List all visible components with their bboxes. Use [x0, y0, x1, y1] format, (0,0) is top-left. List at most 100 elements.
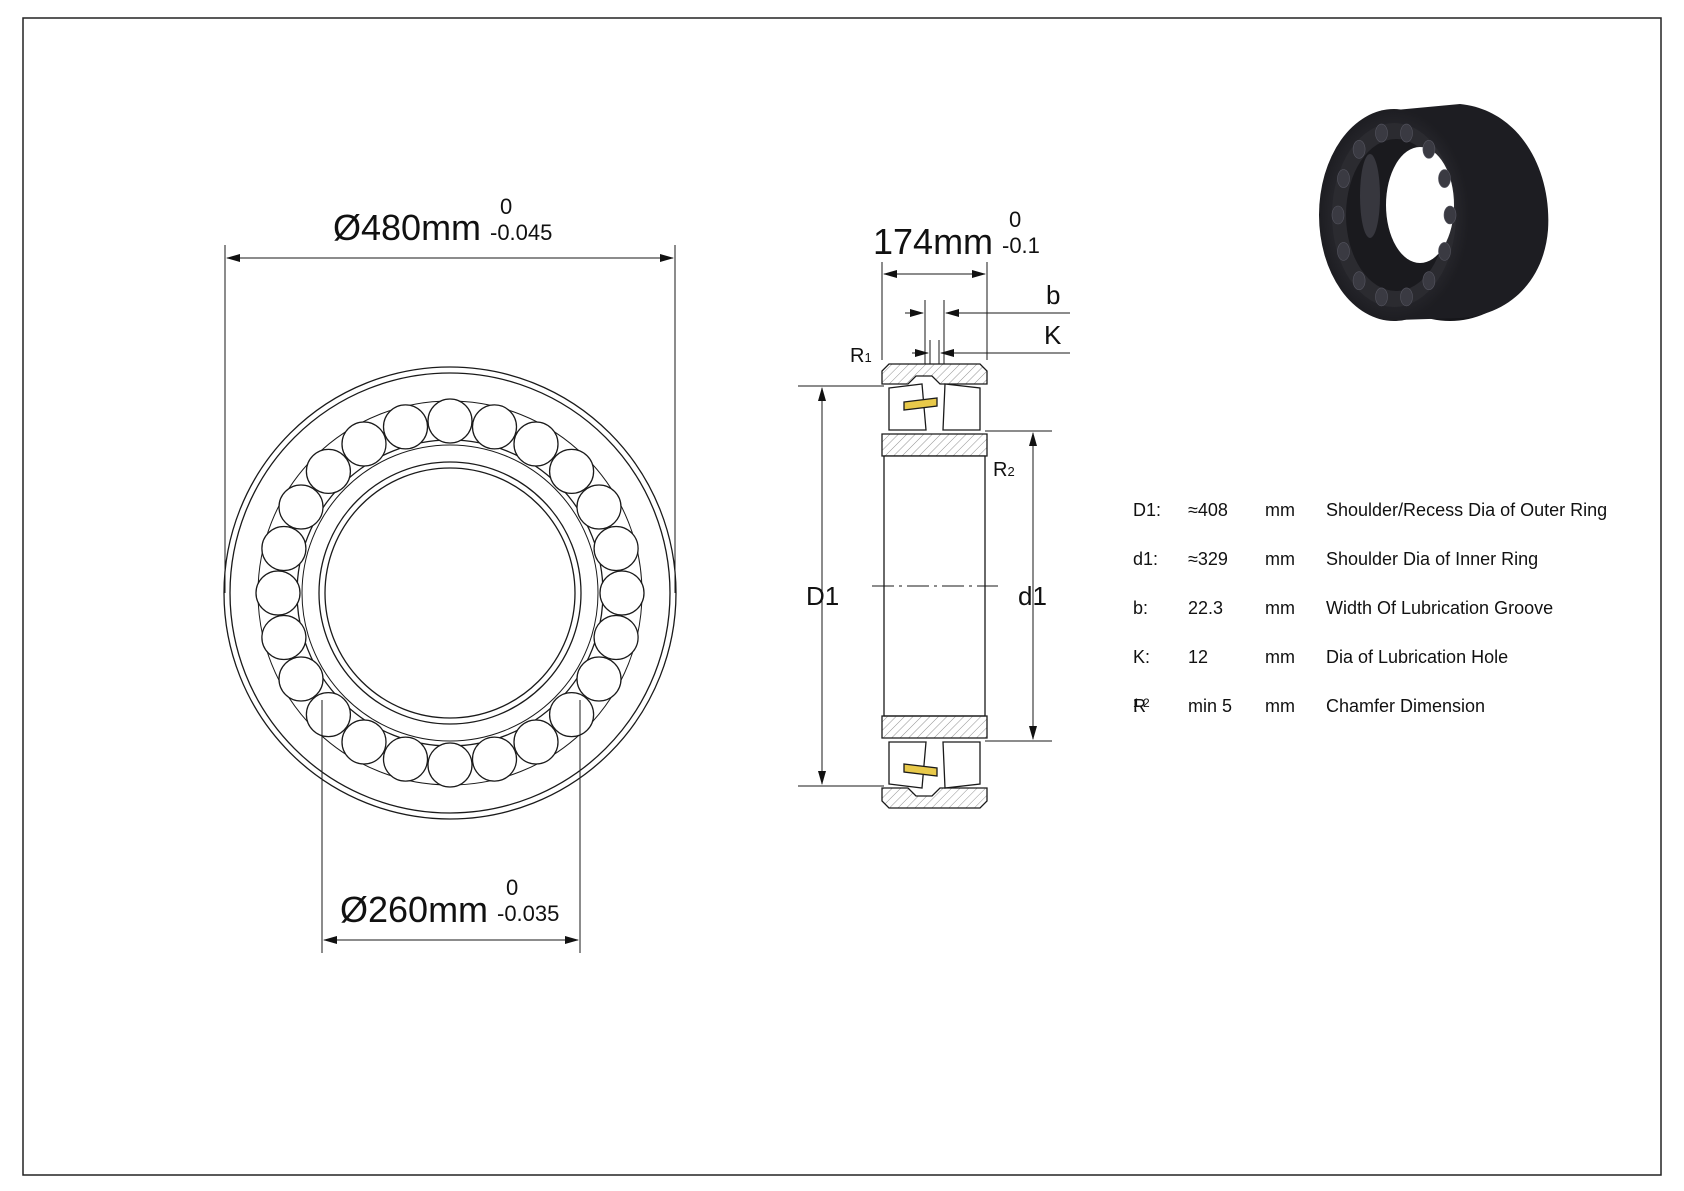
roller: [513, 719, 559, 765]
roller-set: [255, 398, 645, 788]
chamfer-r1-label: R1: [850, 345, 872, 367]
render-roller: [1443, 205, 1457, 225]
render-highlight: [1360, 154, 1380, 238]
spec-value: 12: [1188, 647, 1209, 667]
bore-diameter-lower-tol: -0.035: [497, 901, 559, 926]
spec-unit: mm: [1265, 598, 1295, 618]
front-dimensions: [224, 245, 676, 953]
front-view: [223, 366, 677, 820]
roller: [261, 614, 307, 661]
roller: [427, 398, 473, 444]
roller: [593, 525, 639, 572]
render-roller: [1331, 205, 1345, 225]
spec-row-d1: d1: ≈329 mm Shoulder Dia of Inner Ring: [1133, 549, 1673, 598]
render-roller: [1438, 169, 1451, 188]
spec-symbol: K:: [1133, 647, 1151, 667]
roller: [548, 448, 595, 495]
roller: [382, 404, 429, 450]
spec-value: min 5: [1188, 696, 1233, 716]
render-roller: [1337, 242, 1350, 261]
render-roller: [1422, 271, 1436, 291]
spec-description: Chamfer Dimension: [1326, 696, 1486, 716]
spec-table: D1: ≈408 mm Shoulder/Recess Dia of Outer…: [1133, 500, 1673, 745]
render-roller: [1400, 123, 1413, 143]
roller: [341, 421, 387, 467]
spec-description: Shoulder Dia of Inner Ring: [1326, 549, 1539, 569]
spec-symbol-sub: 1,2: [1133, 696, 1150, 710]
outer-diameter-lower-tol: -0.045: [490, 220, 552, 245]
spec-symbol: d1:: [1133, 549, 1159, 569]
spec-unit: mm: [1265, 696, 1295, 716]
outer-ring-section-bottom: [881, 787, 988, 809]
spec-unit: mm: [1265, 500, 1295, 520]
render-roller: [1375, 287, 1388, 307]
render-roller: [1337, 169, 1350, 188]
roller: [305, 448, 352, 495]
spec-symbol-suffix: :: [1133, 696, 1139, 716]
spec-description: Width Of Lubrication Groove: [1326, 598, 1554, 618]
spec-description: Shoulder/Recess Dia of Outer Ring: [1326, 500, 1608, 520]
outer-diameter-upper-tol: 0: [500, 194, 512, 219]
bore-diameter-label: Ø260mm: [340, 889, 488, 930]
width-lower-tol: -0.1: [1002, 233, 1040, 258]
spec-value: ≈408: [1188, 500, 1228, 520]
roller: [278, 656, 324, 702]
spec-unit: mm: [1265, 549, 1295, 569]
roller: [471, 404, 518, 450]
spec-value: ≈329: [1188, 549, 1228, 569]
roller: [548, 691, 595, 738]
bore-chamfer: [324, 467, 576, 719]
roller: [255, 570, 301, 616]
outer-ring-chamfer: [229, 372, 671, 814]
spec-value: 22.3: [1188, 598, 1224, 618]
bearing-3d-render: [1319, 104, 1549, 321]
chamfer-r2-label: R2: [993, 459, 1015, 481]
outer-diameter-label: Ø480mm: [333, 207, 481, 248]
spec-unit: mm: [1265, 647, 1295, 667]
render-roller: [1375, 123, 1388, 143]
d1-label: d1: [1018, 581, 1047, 611]
section-dim-text: 174mm 0 -0.1 b K R1 R2 D1 d1: [806, 207, 1062, 611]
render-bore: [1386, 147, 1454, 263]
roller-section-top-right: [942, 383, 981, 431]
render-roller: [1352, 271, 1366, 291]
spec-symbol-base: R: [1133, 696, 1146, 716]
section-dimensions: [798, 262, 1070, 787]
render-roller: [1422, 140, 1436, 159]
spec-symbol: D1:: [1133, 500, 1162, 520]
render-roller: [1352, 140, 1366, 159]
roller: [513, 421, 559, 467]
D1-label: D1: [806, 581, 839, 611]
roller: [278, 484, 324, 530]
roller: [341, 719, 387, 765]
width-label: 174mm: [873, 221, 993, 262]
roller: [593, 614, 639, 661]
roller: [382, 736, 429, 782]
roller: [305, 691, 352, 738]
cage-top: [903, 397, 938, 411]
render-roller-set: [1331, 123, 1457, 307]
groove-width-label: b: [1046, 280, 1060, 310]
spec-symbol: b:: [1133, 598, 1149, 618]
drawing-frame: [22, 17, 1662, 1176]
spec-description: Dia of Lubrication Hole: [1326, 647, 1509, 667]
cage-bottom: [903, 763, 938, 777]
roller: [599, 570, 645, 616]
roller: [471, 736, 518, 782]
render-roller: [1400, 287, 1413, 307]
inner-ring-section-bottom: [881, 715, 988, 739]
inner-ring-section-top: [881, 433, 988, 457]
outer-ring-edge: [223, 366, 677, 820]
front-dim-text: Ø480mm 0 -0.045 Ø260mm 0 -0.035: [333, 194, 559, 930]
inner-ring-shoulder: [301, 444, 599, 742]
roller: [576, 484, 622, 530]
bore-edge: [318, 461, 582, 725]
roller: [427, 742, 473, 788]
render-roller: [1438, 242, 1451, 261]
bore-diameter-upper-tol: 0: [506, 875, 518, 900]
roller: [261, 525, 307, 572]
width-upper-tol: 0: [1009, 207, 1021, 232]
spec-row-D1: D1: ≈408 mm Shoulder/Recess Dia of Outer…: [1133, 500, 1673, 549]
